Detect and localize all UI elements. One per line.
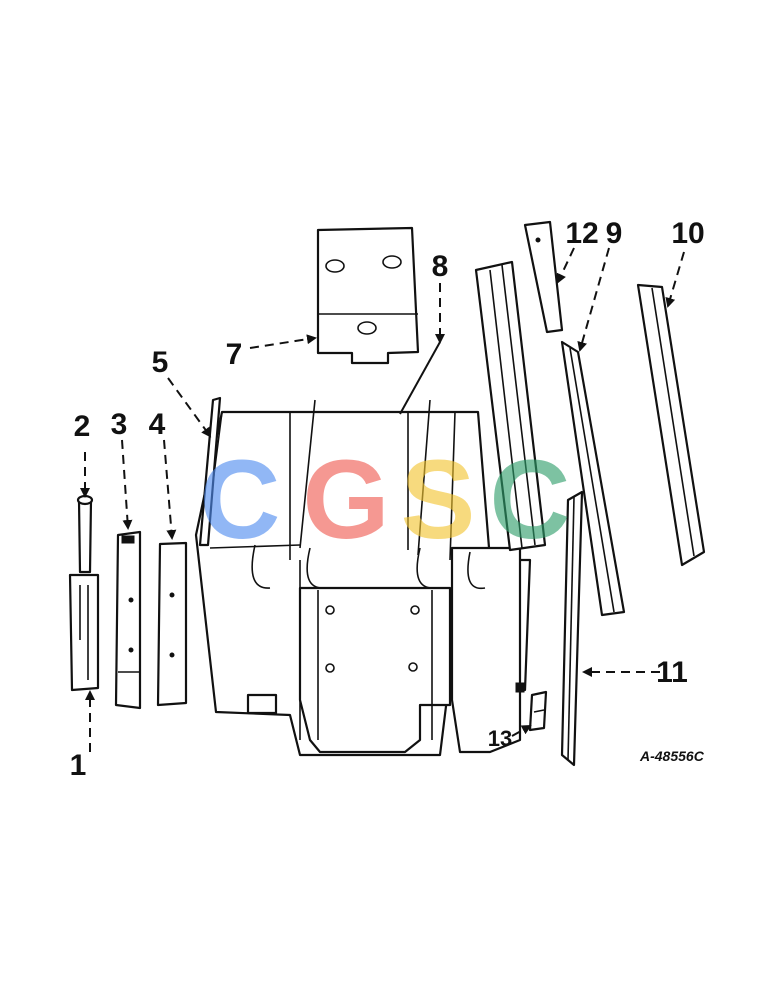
callout-labels: 1 2 3 4 5 7 8 9 10 11 12 13 xyxy=(70,217,705,782)
callout-9: 9 xyxy=(606,217,623,250)
part-13-clip xyxy=(528,690,548,732)
watermark-letter-c1: C xyxy=(200,437,281,562)
callout-4: 4 xyxy=(149,408,166,441)
callout-7: 7 xyxy=(226,338,243,371)
part-11-panel xyxy=(560,490,584,767)
watermark-letter-g: G xyxy=(302,437,389,562)
callout-12: 12 xyxy=(565,217,598,250)
part-1-slotted-bar xyxy=(68,573,100,692)
watermark-letter-s: S xyxy=(401,437,476,562)
part-10-angle xyxy=(636,283,706,567)
part-9-channel xyxy=(560,340,626,617)
callout-13: 13 xyxy=(488,726,512,751)
frame-assembly xyxy=(194,399,532,757)
drawing-reference: A-48556C xyxy=(639,748,705,764)
watermark-logo: C G S C xyxy=(200,437,571,562)
callout-2: 2 xyxy=(74,410,91,443)
part-2-pin xyxy=(76,494,94,574)
callout-1: 1 xyxy=(70,749,87,782)
part-4-plate xyxy=(156,541,188,707)
part-3-bar xyxy=(114,530,142,710)
part-7-block xyxy=(316,226,420,365)
callout-3: 3 xyxy=(111,408,128,441)
part-5-side-plate xyxy=(198,396,222,547)
watermark-letter-c2: C xyxy=(490,437,571,562)
part-8-channel xyxy=(474,260,547,552)
part-12-bracket xyxy=(523,220,564,334)
callout-11: 11 xyxy=(656,656,688,689)
callout-8: 8 xyxy=(432,250,449,283)
leader-lines xyxy=(80,247,685,752)
callout-10: 10 xyxy=(671,217,704,250)
callout-5: 5 xyxy=(152,346,169,379)
